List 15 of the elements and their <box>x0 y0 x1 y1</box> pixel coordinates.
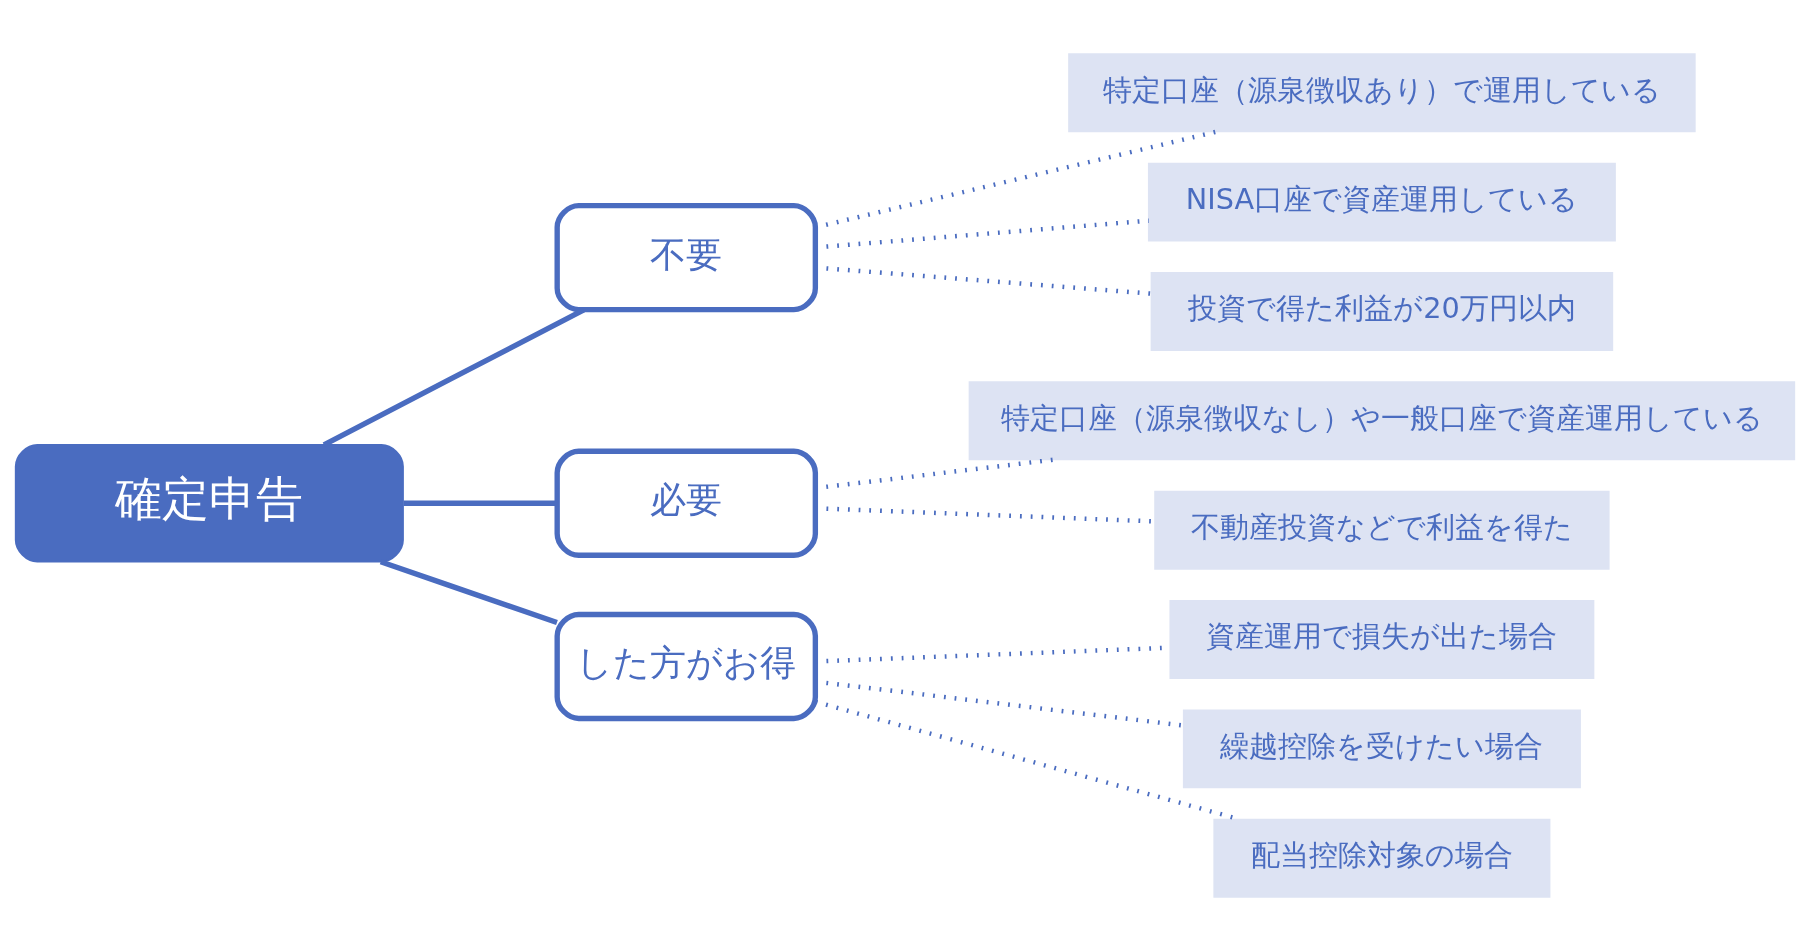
node-box: 不動産投資などで利益を得た <box>1154 490 1610 570</box>
node-box: 特定口座（源泉徴収なし）や一般口座で資産運用している <box>968 380 1796 460</box>
node-box: 確定申告 <box>14 443 404 562</box>
node-box: 不要 <box>554 202 819 312</box>
node-box: 資産運用で損失が出た場合 <box>1169 599 1595 679</box>
node-box: 特定口座（源泉徴収あり）で運用している <box>1068 52 1696 132</box>
connector <box>403 500 558 506</box>
node-box: 投資で得た利益が20万円以内 <box>1150 271 1614 351</box>
connector <box>379 558 558 625</box>
node-box: 繰越控除を受けたい場合 <box>1182 708 1581 788</box>
node-box: 配当控除対象の場合 <box>1213 818 1551 898</box>
node-box: 必要 <box>554 448 819 558</box>
connector <box>322 307 586 447</box>
node-box: した方がお得 <box>554 611 819 721</box>
node-box: NISA口座で資産運用している <box>1147 162 1616 242</box>
